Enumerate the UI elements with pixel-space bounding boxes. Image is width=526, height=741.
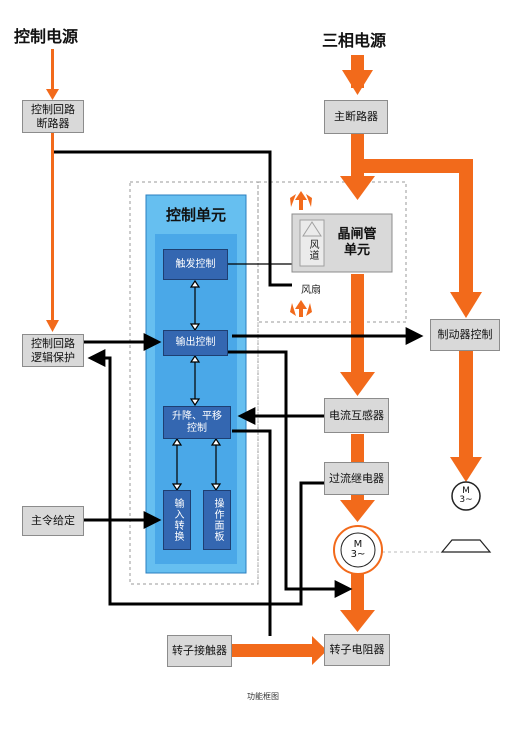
brake-motor-circle <box>451 481 481 511</box>
main-breaker-box: 主断路器 <box>324 100 388 134</box>
hoist-travel-control-block: 升降、平移 控制 <box>163 406 231 439</box>
dashed-enclosure-thyristor <box>257 181 407 323</box>
duct-box <box>299 219 325 267</box>
overcurrent-relay-box: 过流继电器 <box>324 462 389 495</box>
master-command-box: 主令给定 <box>22 506 84 536</box>
fan-arrows <box>290 191 312 317</box>
current-transformer-box: 电流互感器 <box>324 398 389 433</box>
dashed-enclosure-control <box>129 181 259 585</box>
control-logic-protection-box: 控制回路 逻辑保护 <box>22 334 84 367</box>
power-flow <box>46 49 482 665</box>
signal-lines <box>54 150 424 636</box>
thin-connectors <box>171 234 296 492</box>
input-conversion-block: 输入转换 <box>163 490 191 550</box>
duct-arrow-icon <box>302 221 322 237</box>
rotor-contactor-box: 转子接触器 <box>167 635 232 667</box>
control-power-title: 控制电源 <box>14 27 79 47</box>
thyristor-unit-label: 晶闸管 单元 <box>337 227 377 258</box>
main-motor-circle <box>340 532 376 568</box>
control-unit-title: 控制单元 <box>165 206 226 224</box>
brake-motor-label: M 3~ <box>459 485 473 505</box>
three-phase-power-title: 三相电源 <box>322 31 387 51</box>
fan-label: 风扇 <box>301 285 321 296</box>
brake-controller-box: 制动器控制 <box>430 319 500 351</box>
rotor-resistor-box: 转子电阻器 <box>324 634 390 666</box>
air-duct-label: 风道 <box>307 239 318 261</box>
main-motor-label: M 3~ <box>350 538 366 560</box>
operation-panel-block: 操作面板 <box>203 490 231 550</box>
trigger-control-block: 触发控制 <box>163 249 228 280</box>
output-control-block: 输出控制 <box>163 330 228 356</box>
brake-shoe-icon <box>440 539 492 553</box>
figure-caption: 功能框图 <box>247 692 279 702</box>
control-circuit-breaker-box: 控制回路 断路器 <box>22 100 84 133</box>
